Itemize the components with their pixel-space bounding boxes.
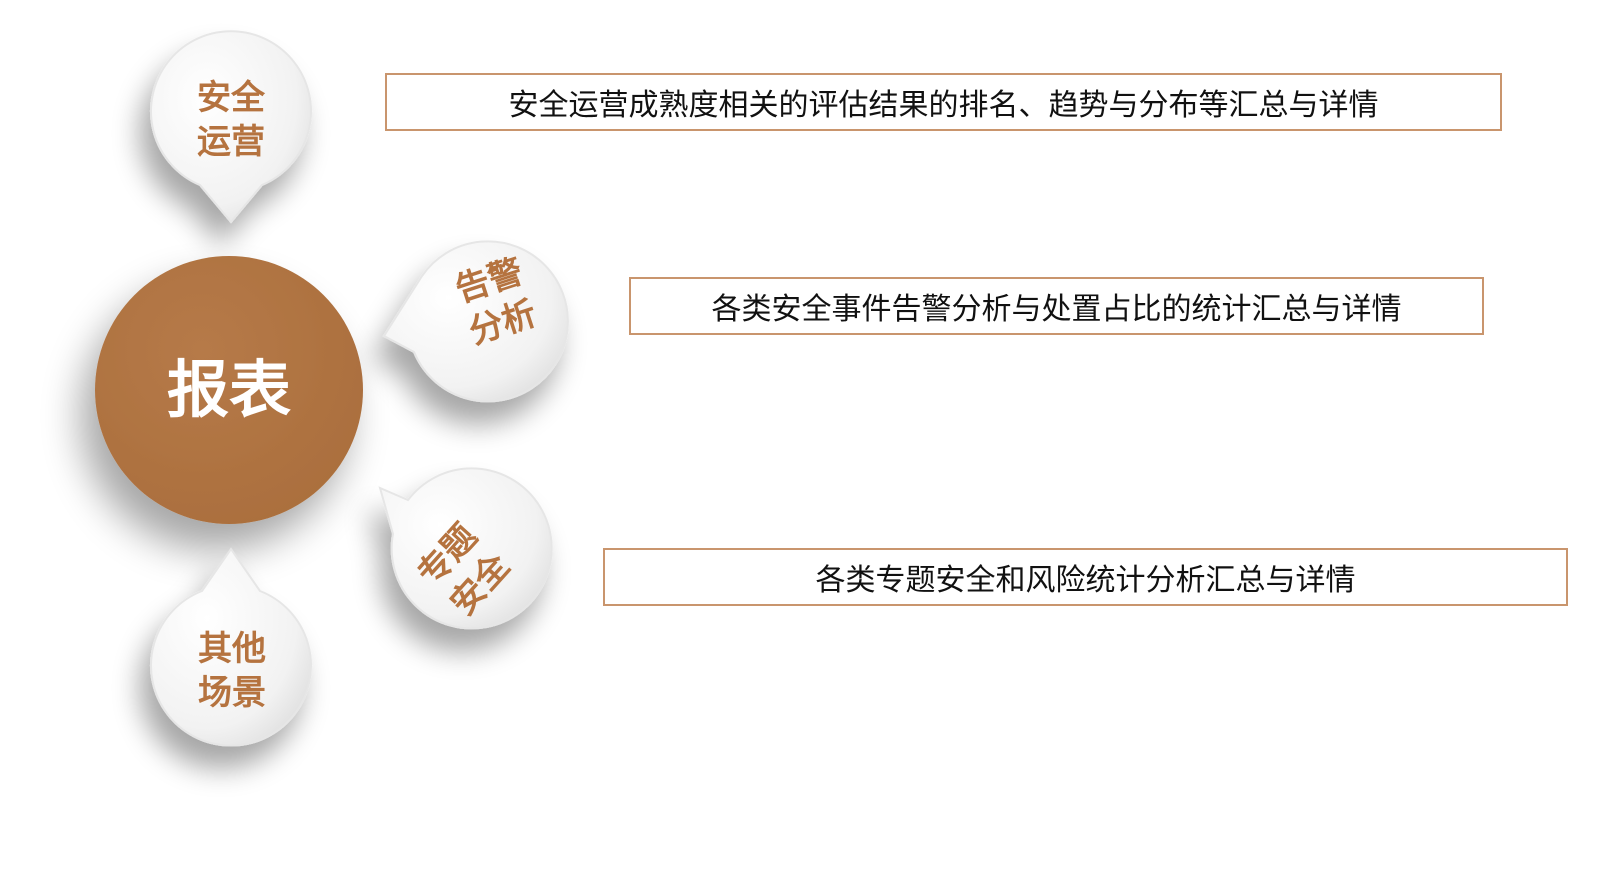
node-bubble-alert-analysis	[382, 240, 569, 403]
node-bubble-security-ops	[150, 30, 312, 224]
node-label-other-scenarios: 其他 场景	[172, 627, 292, 715]
description-box-topic-security: 各类专题安全和风险统计分析汇总与详情	[603, 548, 1568, 606]
node-label-line2: 场景	[198, 673, 266, 713]
description-text: 安全运营成熟度相关的评估结果的排名、趋势与分布等汇总与详情	[508, 88, 1379, 123]
center-circle	[95, 256, 363, 524]
node-label-line2: 运营	[197, 122, 265, 162]
node-label-line1: 安全	[197, 78, 265, 118]
description-box-alert-analysis: 各类安全事件告警分析与处置占比的统计汇总与详情	[629, 277, 1484, 335]
node-bubble-topic-security	[378, 467, 553, 630]
node-label-security-ops: 安全 运营	[171, 76, 291, 164]
description-text: 各类安全事件告警分析与处置占比的统计汇总与详情	[711, 292, 1402, 327]
description-box-security-ops: 安全运营成熟度相关的评估结果的排名、趋势与分布等汇总与详情	[385, 73, 1502, 131]
description-text: 各类专题安全和风险统计分析汇总与详情	[815, 563, 1356, 598]
node-label-line1: 其他	[198, 629, 266, 669]
node-bubble-other-scenarios	[150, 547, 312, 747]
center-label: 报表	[166, 353, 291, 426]
